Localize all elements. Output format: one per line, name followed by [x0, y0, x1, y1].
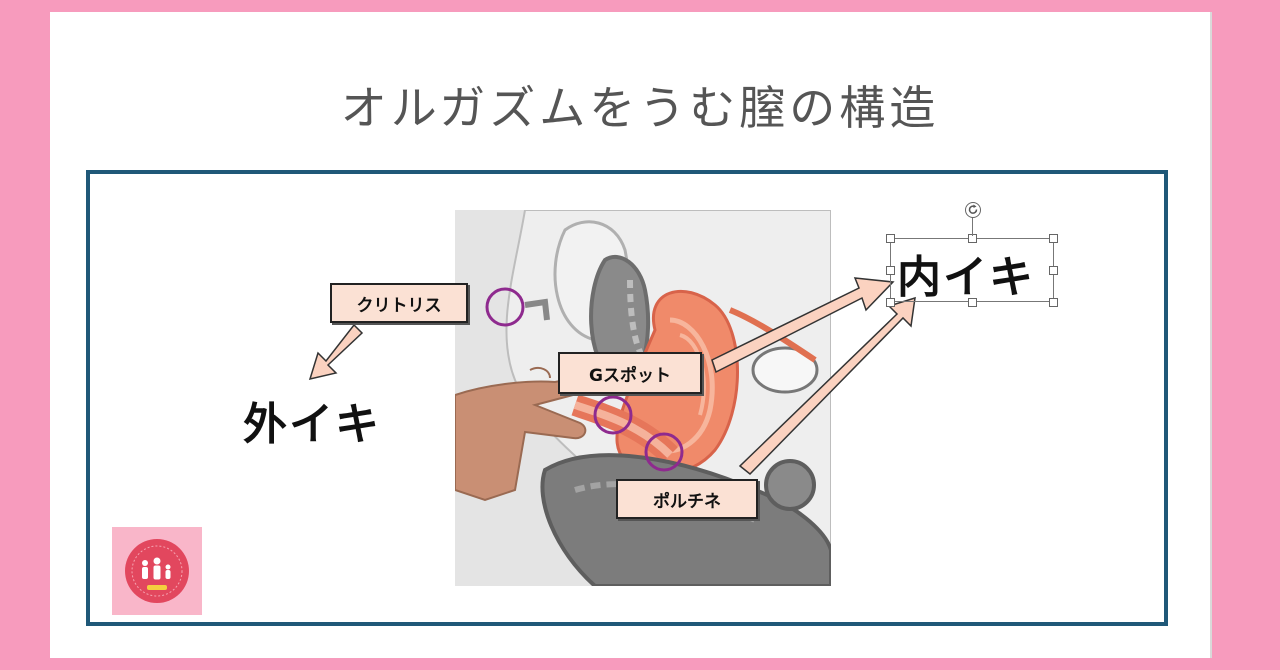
rotate-icon[interactable]: [964, 201, 982, 219]
outer-orgasm-text: 外イキ: [243, 399, 381, 450]
resize-handle-bm[interactable]: [968, 298, 977, 307]
arrow-clitoris-to-outer: [308, 323, 364, 381]
resize-handle-mr[interactable]: [1049, 266, 1058, 275]
arrow-gspot-to-inner: [711, 277, 895, 374]
family-logo-icon: [125, 539, 189, 603]
slide-title: オルガズムをうむ膣の構造: [340, 81, 940, 135]
resize-handle-br[interactable]: [1049, 298, 1058, 307]
arrow-portio-to-inner: [738, 296, 916, 476]
resize-handle-bl[interactable]: [886, 298, 895, 307]
inner-orgasm-textbox[interactable]: 内イキ: [890, 238, 1054, 303]
diagram-frame: [86, 170, 1168, 626]
rotate-handle-line: [972, 216, 973, 236]
clitoris-label: クリトリス: [330, 283, 468, 323]
resize-handle-tl[interactable]: [886, 234, 895, 243]
inner-orgasm-text: 内イキ: [897, 252, 1035, 303]
resize-handle-ml[interactable]: [886, 266, 895, 275]
gspot-label: Gスポット: [558, 352, 702, 394]
resize-handle-tr[interactable]: [1049, 234, 1058, 243]
portio-label: ポルチネ: [616, 479, 758, 519]
brand-logo: [112, 527, 202, 615]
